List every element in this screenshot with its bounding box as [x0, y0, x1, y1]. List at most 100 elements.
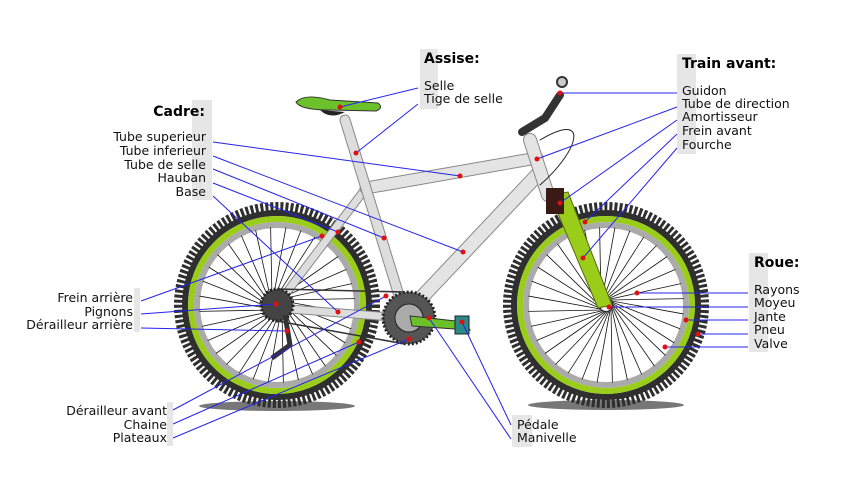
roue-title: Roue:	[754, 255, 799, 271]
spoke	[567, 310, 609, 374]
part-marker	[683, 317, 689, 323]
spoke	[581, 309, 610, 380]
spoke	[215, 310, 278, 354]
rear-wheel-shadow	[199, 401, 355, 411]
spoke	[207, 310, 276, 342]
leader-lines	[140, 87, 748, 440]
part-marker	[582, 219, 588, 225]
transmission-arriere-label-bar	[134, 288, 140, 332]
spoke	[610, 308, 613, 383]
part-marker	[273, 301, 279, 307]
label-derailleur-avant: Dérailleur avant	[66, 403, 167, 418]
assise-title: Assise:	[424, 51, 480, 67]
label-manivelle: Manivelle	[517, 430, 577, 445]
spoke	[546, 254, 601, 307]
label-amortisseur: Amortisseur	[682, 109, 759, 124]
label-tube-inferieur: Tube inferieur	[119, 143, 207, 158]
train-avant-title: Train avant:	[682, 56, 776, 72]
part-marker	[457, 173, 463, 179]
spoke	[608, 283, 682, 300]
label-derailleur-arriere: Dérailleur arrière	[26, 317, 133, 332]
label-rayons: Rayons	[754, 282, 800, 297]
transmission-avant-label-bar	[167, 402, 173, 446]
spoke	[202, 280, 273, 309]
spoke	[252, 309, 281, 380]
pedalier-label-bar	[512, 415, 532, 447]
saddle	[295, 96, 382, 116]
spoke	[530, 310, 604, 327]
roue-label-bar	[749, 253, 768, 352]
part-marker	[284, 328, 290, 334]
part-markers	[273, 90, 701, 350]
part-marker	[335, 229, 341, 235]
cadre-label-bar	[192, 100, 212, 200]
spoke	[611, 304, 655, 367]
part-marker	[606, 304, 612, 310]
spoke	[255, 229, 272, 303]
part-marker	[634, 290, 640, 296]
spoke	[199, 295, 273, 310]
label-jante: Jante	[753, 309, 786, 324]
part-marker	[557, 90, 563, 96]
spoke	[602, 230, 631, 301]
spoke	[610, 301, 681, 330]
label-moyeu: Moyeu	[754, 295, 795, 310]
label-tube-de-direction: Tube de direction	[681, 96, 790, 111]
label-tige-de-selle: Tige de selle	[423, 91, 503, 106]
part-marker	[319, 233, 325, 239]
spoke	[544, 310, 607, 354]
front-wheel	[503, 202, 709, 408]
part-marker	[580, 255, 586, 261]
spoke	[528, 309, 603, 312]
cadre-title: Cadre:	[153, 104, 205, 120]
part-marker	[337, 104, 343, 110]
part-marker	[383, 293, 389, 299]
spoke	[604, 245, 657, 300]
part-marker	[460, 249, 466, 255]
spoke	[280, 298, 355, 301]
spoke	[605, 256, 668, 300]
part-marker	[406, 336, 412, 342]
part-marker	[426, 315, 432, 321]
spoke	[611, 306, 643, 375]
label-frein-avant: Frein avant	[682, 123, 752, 138]
spoke	[536, 310, 605, 342]
part-marker	[335, 309, 341, 315]
assise-label-bar	[420, 49, 438, 109]
part-marker	[353, 150, 359, 156]
part-marker	[662, 344, 668, 350]
part-marker	[695, 331, 701, 337]
label-guidon: Guidon	[682, 83, 727, 98]
label-chaine: Chaine	[124, 417, 168, 432]
label-valve: Valve	[754, 336, 788, 351]
train-avant-label-bar	[677, 54, 696, 154]
spoke	[208, 266, 272, 308]
label-plateaux: Plateaux	[113, 430, 167, 445]
label-hauban: Hauban	[158, 170, 207, 185]
spoke	[596, 309, 611, 383]
spoke	[611, 302, 675, 344]
spoke	[603, 236, 645, 300]
handlebar	[518, 76, 575, 186]
spoke	[528, 295, 602, 310]
front-wheel-shadow	[528, 400, 684, 410]
spoke	[607, 268, 676, 300]
label-frein-arriere: Frein arrière	[57, 290, 133, 305]
spoke	[555, 310, 608, 365]
spoke	[282, 304, 326, 367]
fork	[546, 188, 613, 309]
part-marker	[557, 200, 563, 206]
part-marker	[459, 319, 465, 325]
frame	[272, 114, 555, 323]
spoke	[537, 266, 601, 308]
label-selle: Selle	[424, 78, 455, 93]
spoke	[611, 307, 628, 381]
spoke	[240, 235, 272, 304]
spoke	[531, 280, 602, 309]
spoke	[611, 303, 666, 356]
part-marker	[381, 235, 387, 241]
label-tube-superieur: Tube superieur	[112, 129, 207, 144]
part-marker	[534, 156, 540, 162]
